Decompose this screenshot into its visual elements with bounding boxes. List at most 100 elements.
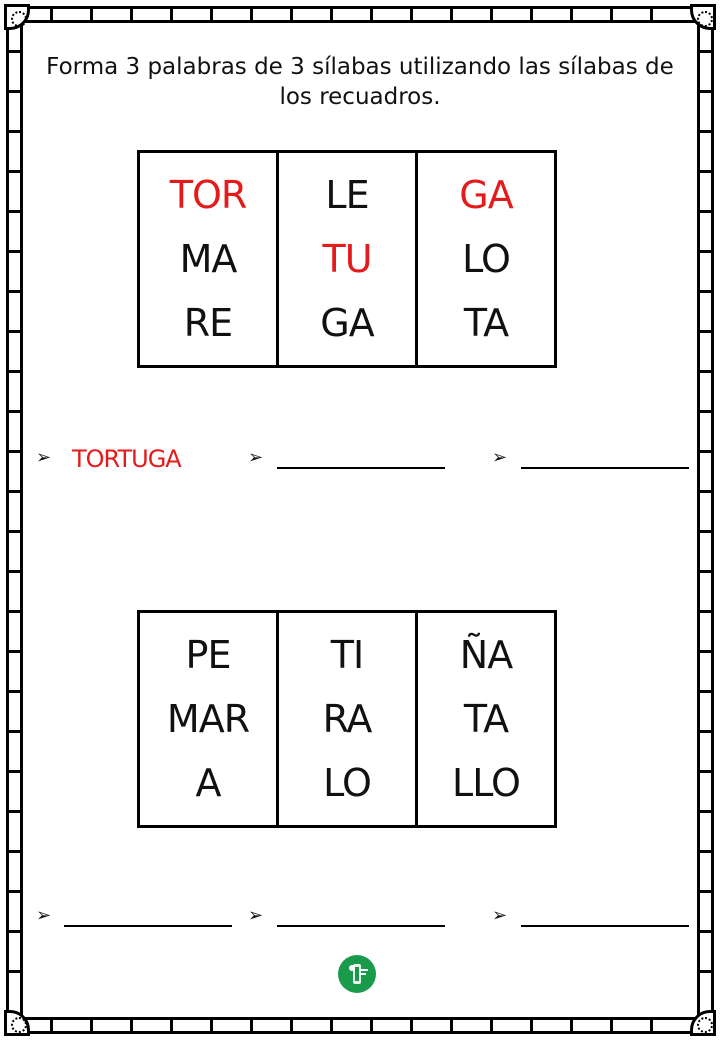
border-tick bbox=[8, 610, 22, 613]
border-tick bbox=[130, 1018, 133, 1032]
border-tick bbox=[8, 890, 22, 893]
border-tick bbox=[530, 8, 533, 22]
arrow-bullet-icon: ➢ bbox=[492, 905, 508, 926]
border-tick bbox=[370, 8, 373, 22]
border-tick bbox=[50, 1018, 53, 1032]
border-tick bbox=[698, 690, 712, 693]
border-tick bbox=[8, 130, 22, 133]
border-tick bbox=[8, 530, 22, 533]
answer-row-2: ➢ ➢ ➢ bbox=[0, 903, 720, 933]
border-tick bbox=[8, 250, 22, 253]
arrow-bullet-icon: ➢ bbox=[248, 447, 264, 468]
border-tick bbox=[8, 210, 22, 213]
border-tick bbox=[8, 690, 22, 693]
syllable-table-2: PE MAR A TI RA LO ÑA TA LLO bbox=[137, 610, 557, 828]
border-tick bbox=[8, 930, 22, 933]
border-tick bbox=[650, 8, 653, 22]
border-tick bbox=[250, 8, 253, 22]
arrow-bullet-icon: ➢ bbox=[248, 905, 264, 926]
example-answer: TORTUGA bbox=[72, 445, 182, 473]
border-tick bbox=[698, 50, 712, 53]
border-tick bbox=[650, 1018, 653, 1032]
syllable-table-1: TOR MA RE LE TU GA GA LO TA bbox=[137, 150, 557, 368]
syllable: TOR bbox=[169, 173, 248, 217]
border-tick bbox=[698, 90, 712, 93]
syllable: RE bbox=[183, 301, 233, 345]
border-tick bbox=[450, 8, 453, 22]
answer-blank-line[interactable] bbox=[64, 925, 232, 927]
border-tick bbox=[8, 50, 22, 53]
border-tick bbox=[210, 1018, 213, 1032]
syllable: LO bbox=[462, 237, 511, 281]
border-tick bbox=[90, 8, 93, 22]
border-tick bbox=[8, 770, 22, 773]
border-tick bbox=[490, 1018, 493, 1032]
border-tick bbox=[410, 8, 413, 22]
border-tick bbox=[698, 250, 712, 253]
border-tick bbox=[8, 450, 22, 453]
syllable: TI bbox=[330, 633, 364, 677]
syllable-column: LE TU GA bbox=[279, 153, 418, 365]
border-tick bbox=[698, 890, 712, 893]
arrow-bullet-icon: ➢ bbox=[492, 447, 508, 468]
border-tick bbox=[698, 770, 712, 773]
arrow-bullet-icon: ➢ bbox=[36, 447, 52, 468]
border-tick bbox=[8, 170, 22, 173]
border-tick bbox=[698, 970, 712, 973]
border-tick bbox=[8, 490, 22, 493]
border-tick bbox=[610, 1018, 613, 1032]
border-tick bbox=[530, 1018, 533, 1032]
border-tick bbox=[410, 1018, 413, 1032]
arrow-bullet-icon: ➢ bbox=[36, 905, 52, 926]
border-tick bbox=[490, 8, 493, 22]
border-tick bbox=[570, 8, 573, 22]
border-tick bbox=[610, 8, 613, 22]
border-tick bbox=[8, 90, 22, 93]
border-tick bbox=[370, 1018, 373, 1032]
syllable: RA bbox=[322, 697, 373, 741]
border-tick bbox=[170, 1018, 173, 1032]
border-tick bbox=[90, 1018, 93, 1032]
syllable: MAR bbox=[166, 697, 250, 741]
border-tick bbox=[8, 730, 22, 733]
border-tick bbox=[8, 810, 22, 813]
answer-blank-line[interactable] bbox=[521, 925, 689, 927]
logo-icon bbox=[338, 955, 376, 993]
border-tick bbox=[130, 8, 133, 22]
border-tick bbox=[698, 210, 712, 213]
border-tick bbox=[330, 8, 333, 22]
border-tick bbox=[698, 410, 712, 413]
border-tick bbox=[698, 130, 712, 133]
syllable: ÑA bbox=[459, 633, 513, 677]
corner-ornament-icon bbox=[690, 4, 716, 30]
border-tick bbox=[50, 8, 53, 22]
border-tick bbox=[8, 650, 22, 653]
border-tick bbox=[8, 850, 22, 853]
syllable-column: PE MAR A bbox=[140, 613, 279, 825]
border-tick bbox=[698, 850, 712, 853]
syllable-column: TOR MA RE bbox=[140, 153, 279, 365]
border-tick bbox=[450, 1018, 453, 1032]
border-tick bbox=[698, 290, 712, 293]
border-tick bbox=[570, 1018, 573, 1032]
border-tick bbox=[698, 170, 712, 173]
border-tick bbox=[698, 530, 712, 533]
syllable: LO bbox=[323, 761, 372, 805]
syllable: A bbox=[195, 761, 222, 805]
answer-blank-line[interactable] bbox=[521, 467, 689, 469]
answer-row-1: ➢ TORTUGA ➢ ➢ bbox=[0, 445, 720, 475]
answer-blank-line[interactable] bbox=[277, 925, 445, 927]
answer-blank-line[interactable] bbox=[277, 467, 445, 469]
border-tick bbox=[698, 490, 712, 493]
border-tick bbox=[698, 570, 712, 573]
syllable: TA bbox=[463, 697, 509, 741]
border-tick bbox=[210, 8, 213, 22]
syllable: TU bbox=[322, 237, 372, 281]
border-tick bbox=[170, 8, 173, 22]
border-tick bbox=[698, 730, 712, 733]
syllable: MA bbox=[179, 237, 238, 281]
page-border-outer bbox=[6, 6, 714, 1034]
syllable-column: ÑA TA LLO bbox=[418, 613, 554, 825]
border-tick bbox=[698, 330, 712, 333]
syllable: LLO bbox=[452, 761, 521, 805]
